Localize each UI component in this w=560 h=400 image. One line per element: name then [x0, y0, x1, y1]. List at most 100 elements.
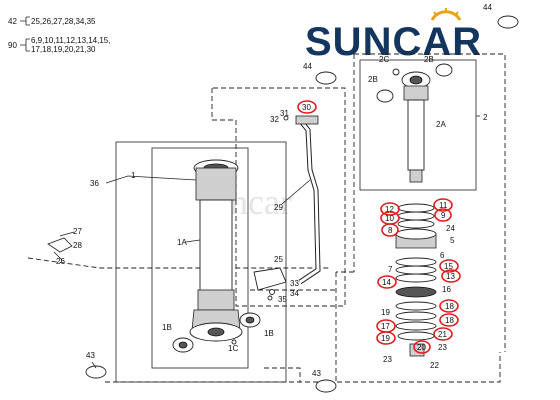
label-28: 28: [73, 241, 82, 250]
legend-42-text: 25,26,27,28,34,35: [31, 17, 96, 26]
ring-19b: [376, 331, 396, 345]
leader-29: [281, 179, 311, 205]
label-18a: 18: [445, 302, 454, 311]
label-1b-right: 1B: [264, 329, 274, 338]
ring-9: [434, 208, 452, 222]
label-19a: 19: [381, 308, 390, 317]
logo-sun-ray: [454, 11, 459, 17]
ring-14: [377, 275, 397, 289]
pipe-29-inner: [298, 119, 320, 284]
rod-shaft: [407, 99, 425, 171]
barrel-base: [197, 289, 235, 311]
label-22: 22: [430, 361, 439, 370]
ring-15: [439, 259, 459, 273]
hose-fitting-26: [47, 237, 73, 253]
highlight-rings: [297, 100, 461, 354]
seal-11: [397, 203, 435, 213]
piston-16: [395, 286, 437, 298]
label-9: 9: [441, 211, 446, 220]
suncar-logo: SUNCAR: [305, 8, 482, 64]
piston-rod: [401, 71, 431, 183]
label-2b-left: 2B: [368, 75, 378, 84]
dash-2-to-rod: [336, 54, 355, 273]
label-2: 2: [483, 113, 488, 122]
seal-8: [397, 219, 435, 229]
bracket-33: [253, 267, 287, 291]
legend: 42 25,26,27,28,34,35 90 6,9,10,11,12,13,…: [8, 16, 110, 54]
label-12: 12: [385, 205, 394, 214]
dash-hose-link: [27, 257, 330, 269]
legend-42-id: 42: [8, 17, 17, 26]
frame-rod-group: [211, 87, 346, 307]
seal-stack: [395, 203, 437, 357]
label-16: 16: [442, 285, 451, 294]
label-2b-top: 2B: [424, 55, 434, 64]
ring-30: [297, 100, 317, 114]
ring-21: [433, 327, 453, 341]
ring-20: [413, 340, 431, 354]
ring-12: [380, 202, 400, 216]
label-7: 7: [388, 265, 393, 274]
hose-lines: [53, 231, 75, 261]
frame-2: [359, 59, 477, 191]
oring-44-left: [315, 71, 337, 85]
legend-90-bracket: [20, 38, 30, 52]
label-33: 33: [290, 279, 299, 288]
label-13: 13: [446, 272, 455, 281]
rod-eye-hole: [409, 75, 423, 85]
label-1b-left: 1B: [162, 323, 172, 332]
rod-neck: [403, 85, 429, 101]
seal-13: [395, 273, 437, 283]
ring-6: [395, 257, 437, 267]
dash-pin-link: [264, 367, 301, 382]
bolt-35: [267, 295, 273, 301]
oring-44-top: [497, 15, 519, 29]
ring-13: [441, 269, 461, 283]
seal-15: [395, 265, 437, 275]
label-35: 35: [278, 295, 287, 304]
label-27: 27: [73, 227, 82, 236]
seal-18: [395, 301, 437, 311]
label-20: 20: [417, 343, 426, 352]
barrel-tube: [199, 199, 233, 301]
label-15: 15: [444, 262, 453, 271]
bolt-31: [283, 115, 289, 121]
dash-bottom: [105, 352, 501, 383]
bushing-1b-right-hole: [245, 316, 255, 324]
oring-43-left: [85, 365, 107, 379]
ring-21: [397, 331, 435, 341]
logo-text: SUNCAR: [305, 20, 482, 64]
barrel-head: [195, 167, 237, 201]
label-19b: 19: [381, 334, 390, 343]
label-24: 24: [446, 224, 455, 233]
bushing-2b-right: [435, 63, 453, 77]
clamp-30: [295, 115, 319, 125]
label-44-top: 44: [483, 3, 492, 12]
ring-8: [381, 223, 399, 237]
seal-9: [397, 211, 435, 221]
leader-43: [91, 361, 97, 369]
bushing-1b-left-hole: [178, 341, 188, 349]
legend-90-id: 90: [8, 41, 17, 50]
label-21: 21: [438, 330, 447, 339]
ring-11: [433, 198, 453, 212]
fitting-1c: [231, 339, 237, 345]
label-23b: 23: [438, 343, 447, 352]
legend-42-bracket: [20, 16, 30, 26]
label-11: 11: [439, 201, 448, 210]
label-34: 34: [290, 289, 299, 298]
logo-sun-ray: [433, 11, 438, 17]
label-18b: 18: [445, 316, 454, 325]
cylinder-barrel: [189, 159, 243, 342]
ring-17: [395, 311, 437, 321]
label-6: 6: [440, 251, 445, 260]
label-31: 31: [280, 109, 289, 118]
label-43-bottom: 43: [312, 369, 321, 378]
legend-90-line2: 17,18,19,20,21,30: [31, 45, 96, 54]
callout-labels: 44 44 2 2A 2B 2B 2C 31 32 30 29 36 1 1A …: [56, 3, 492, 378]
label-43-left: 43: [86, 351, 95, 360]
label-8: 8: [388, 226, 393, 235]
label-10: 10: [385, 214, 394, 223]
label-23a: 23: [383, 355, 392, 364]
